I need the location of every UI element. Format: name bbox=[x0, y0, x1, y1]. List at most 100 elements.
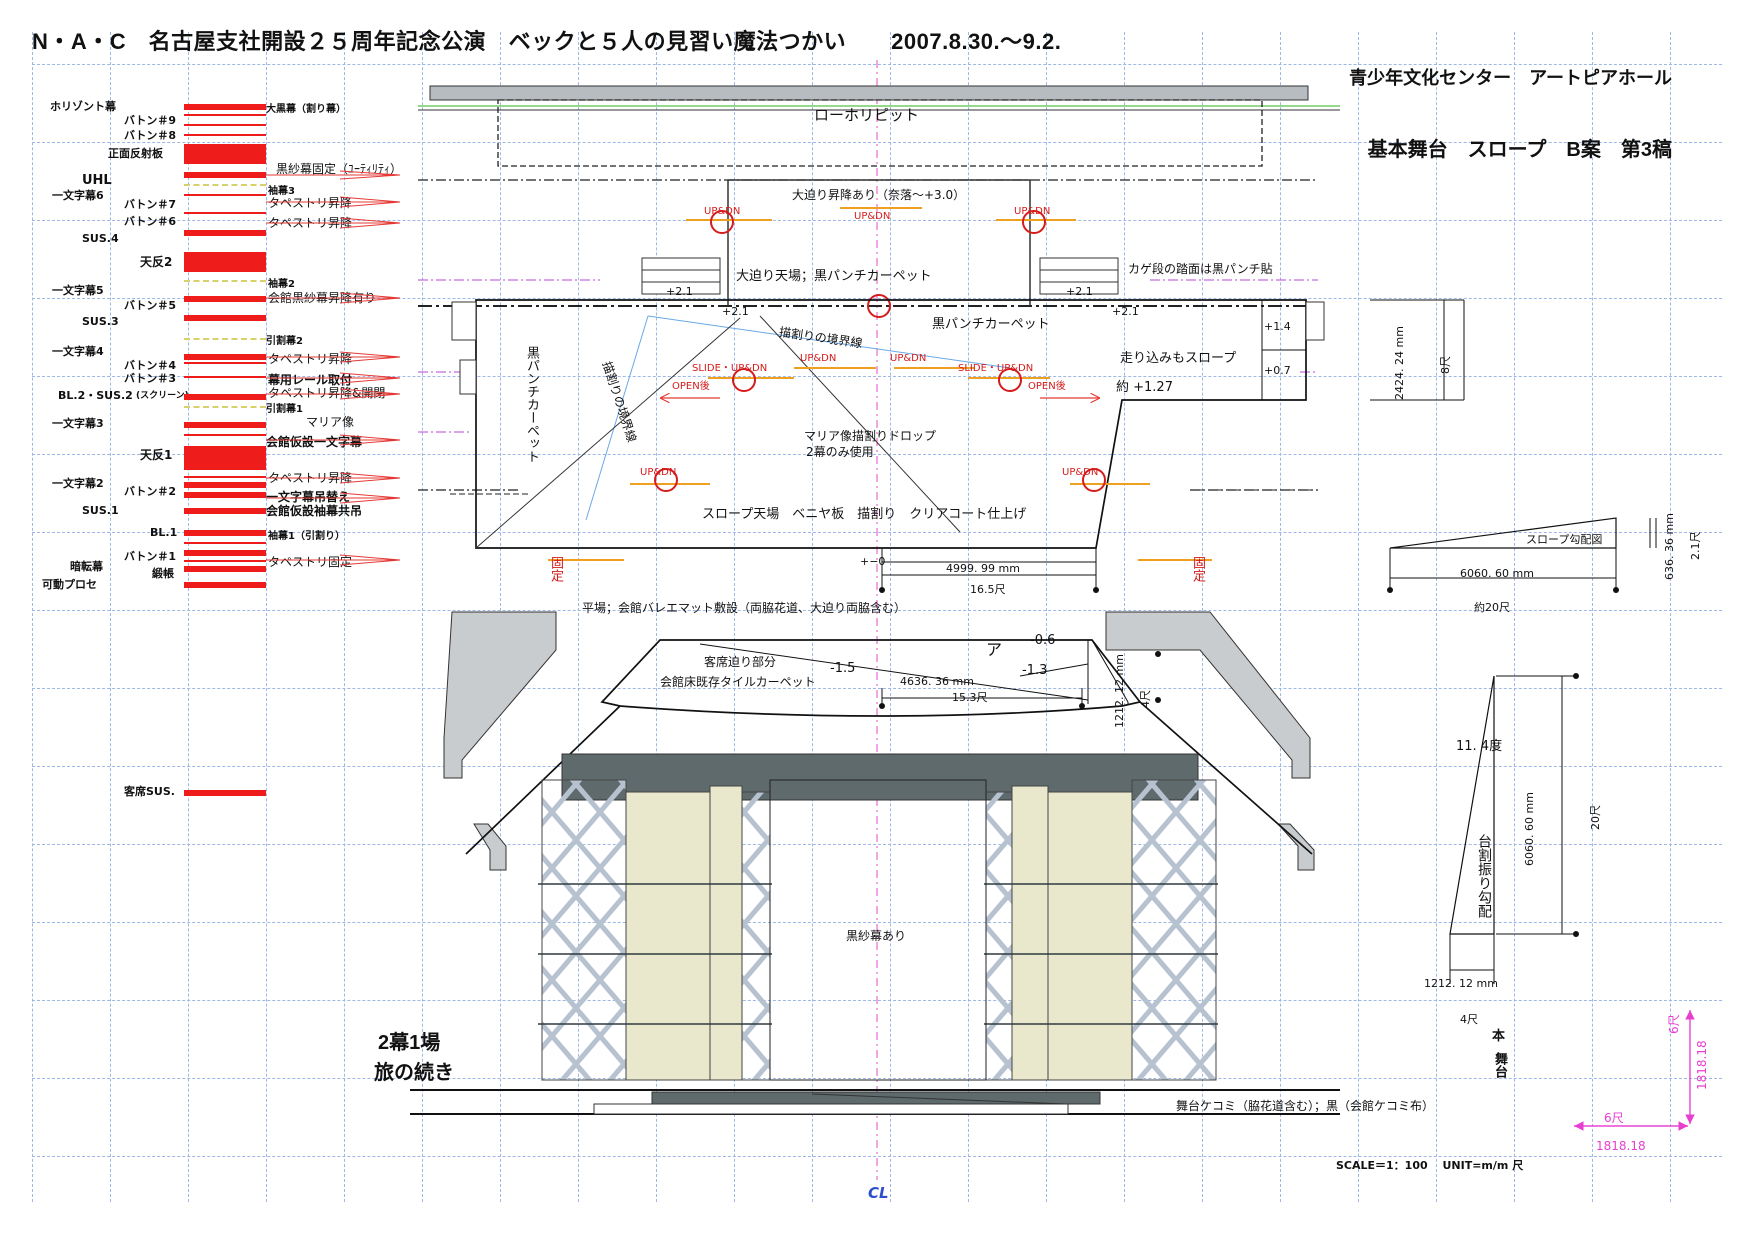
slope-gradient-diagram bbox=[1389, 517, 1617, 549]
updn-label: UP&DN bbox=[854, 211, 891, 222]
fly-bar bbox=[184, 476, 266, 478]
dimension-label: 636. 36 mm bbox=[1663, 513, 1676, 580]
angle-label: 11. 4度 bbox=[1456, 739, 1503, 754]
fly-bar bbox=[184, 134, 266, 136]
fly-bar bbox=[184, 252, 266, 272]
dimension-label: 6060. 60 mm bbox=[1523, 792, 1536, 866]
fly-note: 引割幕2 bbox=[266, 336, 303, 347]
right-tower bbox=[1131, 779, 1217, 1081]
fly-note: マリア像 bbox=[306, 415, 355, 429]
dimension-label: 4尺 bbox=[1139, 690, 1152, 708]
fly-note: 会館仮設一文字幕 bbox=[266, 435, 363, 449]
fly-bar bbox=[184, 184, 266, 186]
height-label: +2.1 bbox=[666, 285, 693, 298]
scene-name: 旅の続き bbox=[374, 1062, 454, 1084]
fly-bar bbox=[184, 530, 266, 536]
stage-side-label: 舞台 bbox=[1492, 1052, 1507, 1078]
dimension-label: 20尺 bbox=[1589, 805, 1602, 830]
fly-note: 袖幕2 bbox=[268, 279, 295, 290]
fly-bar bbox=[184, 104, 266, 110]
dimension-label: 8尺 bbox=[1439, 356, 1452, 374]
scale-label: 6尺 bbox=[1667, 1014, 1681, 1034]
fly-label: 一文字幕2 bbox=[52, 477, 104, 490]
ohseri-lift-markers bbox=[686, 207, 1076, 318]
drawing-subtitle: 基本舞台 スロープ B案 第3稿 bbox=[1367, 139, 1672, 161]
fly-bar bbox=[184, 194, 266, 196]
fly-bar bbox=[184, 434, 266, 436]
fly-label: バトン＃6 bbox=[124, 215, 176, 228]
fly-note: 袖幕1（引割り） bbox=[268, 531, 345, 542]
slide-label: SLIDE・UP&DN bbox=[692, 363, 768, 374]
fly-bar bbox=[184, 230, 266, 236]
fly-label: バトン＃8 bbox=[124, 129, 176, 142]
right-flat bbox=[1047, 791, 1133, 1081]
fly-note: 一文字幕吊替え bbox=[266, 490, 351, 504]
fly-bar bbox=[184, 560, 266, 562]
ohseri-label: 大迫り昇降あり（奈落～+3.0） bbox=[792, 188, 966, 202]
fly-bar bbox=[184, 172, 266, 178]
fly-label: 一文字幕3 bbox=[52, 417, 104, 430]
fly-bar bbox=[184, 315, 266, 321]
fly-note: 袖幕3 bbox=[268, 186, 295, 197]
scale-label: 6尺 bbox=[1604, 1111, 1624, 1125]
height-label: +2.1 bbox=[1066, 285, 1093, 298]
maria-drop-sub: 2幕のみ使用 bbox=[806, 445, 874, 459]
slope-note: 走り込みもスロープ bbox=[1120, 351, 1237, 366]
venue-name: 青少年文化センター アートピアホール bbox=[1349, 68, 1672, 88]
fly-label: 暗転幕 bbox=[70, 560, 103, 573]
ohseri-top-label: 大迫り天場；黒パンチカーペット bbox=[736, 269, 932, 284]
dimension-label: 16.5尺 bbox=[970, 583, 1006, 596]
fly-bar bbox=[184, 582, 266, 588]
fly-label: UHL bbox=[82, 173, 112, 188]
dimension-label: 6060. 60 mm bbox=[1460, 567, 1534, 580]
a-label: ア bbox=[986, 640, 1003, 659]
fly-label: バトン＃7 bbox=[124, 198, 176, 211]
fixed-label: 固定 bbox=[548, 556, 563, 582]
fly-label: 一文字幕4 bbox=[52, 345, 104, 358]
dimension-label: 2424. 24 mm bbox=[1393, 326, 1406, 400]
scale-label: 1818.18 bbox=[1596, 1139, 1646, 1153]
gauze-label: 黒紗幕あり bbox=[846, 929, 907, 943]
height-label: +2.1 bbox=[1112, 305, 1139, 318]
right-house-wall bbox=[1105, 611, 1311, 779]
fly-note: タペストリ昇降 bbox=[268, 196, 353, 210]
dimension-label: 2.1尺 bbox=[1689, 531, 1702, 561]
fly-bar bbox=[184, 376, 266, 378]
updn-label: UP&DN bbox=[640, 467, 677, 478]
scale-unit-label: SCALE＝1：100 UNIT=m/m 尺 bbox=[1336, 1159, 1524, 1172]
height-label: +2.1 bbox=[722, 305, 749, 318]
fly-bar bbox=[184, 482, 266, 488]
loho-pit bbox=[497, 99, 1263, 167]
height-label: +0.7 bbox=[1264, 364, 1291, 377]
dimension-label: 4999. 99 mm bbox=[946, 562, 1020, 575]
fly-label: SUS.3 bbox=[82, 315, 119, 328]
fly-bar bbox=[184, 566, 266, 572]
fly-bar bbox=[184, 296, 266, 302]
height-label: +1.4 bbox=[1264, 320, 1291, 333]
fly-note: 引割幕1 bbox=[266, 404, 303, 415]
dimension-label: 1212. 12 mm bbox=[1113, 654, 1126, 728]
fly-bar bbox=[184, 212, 266, 214]
audience-lift-label: 客席迫り部分 bbox=[704, 655, 777, 669]
dimension-label: 約20尺 bbox=[1474, 601, 1510, 614]
open-label: OPEN後 bbox=[1028, 381, 1066, 392]
stage-side-label: 本 bbox=[1492, 1029, 1506, 1044]
dimension-label: 4尺 bbox=[1460, 1013, 1478, 1026]
fly-label: バトン＃9 bbox=[124, 114, 176, 127]
kage-note: カゲ段の踏面は黒パンチ貼 bbox=[1128, 262, 1273, 276]
stage-slope-triangle bbox=[1449, 675, 1495, 935]
kekomi-label: 舞台ケコミ（脇花道含む）；黒（会館ケコミ布） bbox=[1176, 1099, 1435, 1113]
drawing-title: N・A・C 名古屋支社開設２５周年記念公演 ベックと５人の見習い魔法つかい 20… bbox=[32, 29, 1062, 54]
fly-label: バトン＃5 bbox=[124, 299, 176, 312]
height-label: -1.3 bbox=[1022, 663, 1048, 678]
fly-label: バトン＃1 bbox=[124, 550, 176, 563]
loho-pit-label: ローホリピット bbox=[814, 106, 920, 124]
fly-bar bbox=[184, 446, 266, 470]
stage-surface-label-v: 黒パンチカーペット bbox=[524, 346, 539, 463]
left-flat bbox=[625, 791, 711, 1081]
dimension-label: 1212. 12 mm bbox=[1424, 977, 1498, 990]
stage-surface-label: 黒パンチカーペット bbox=[932, 317, 1050, 332]
fly-note: 会館仮設袖幕共吊 bbox=[266, 504, 363, 518]
fly-bar bbox=[184, 790, 266, 796]
